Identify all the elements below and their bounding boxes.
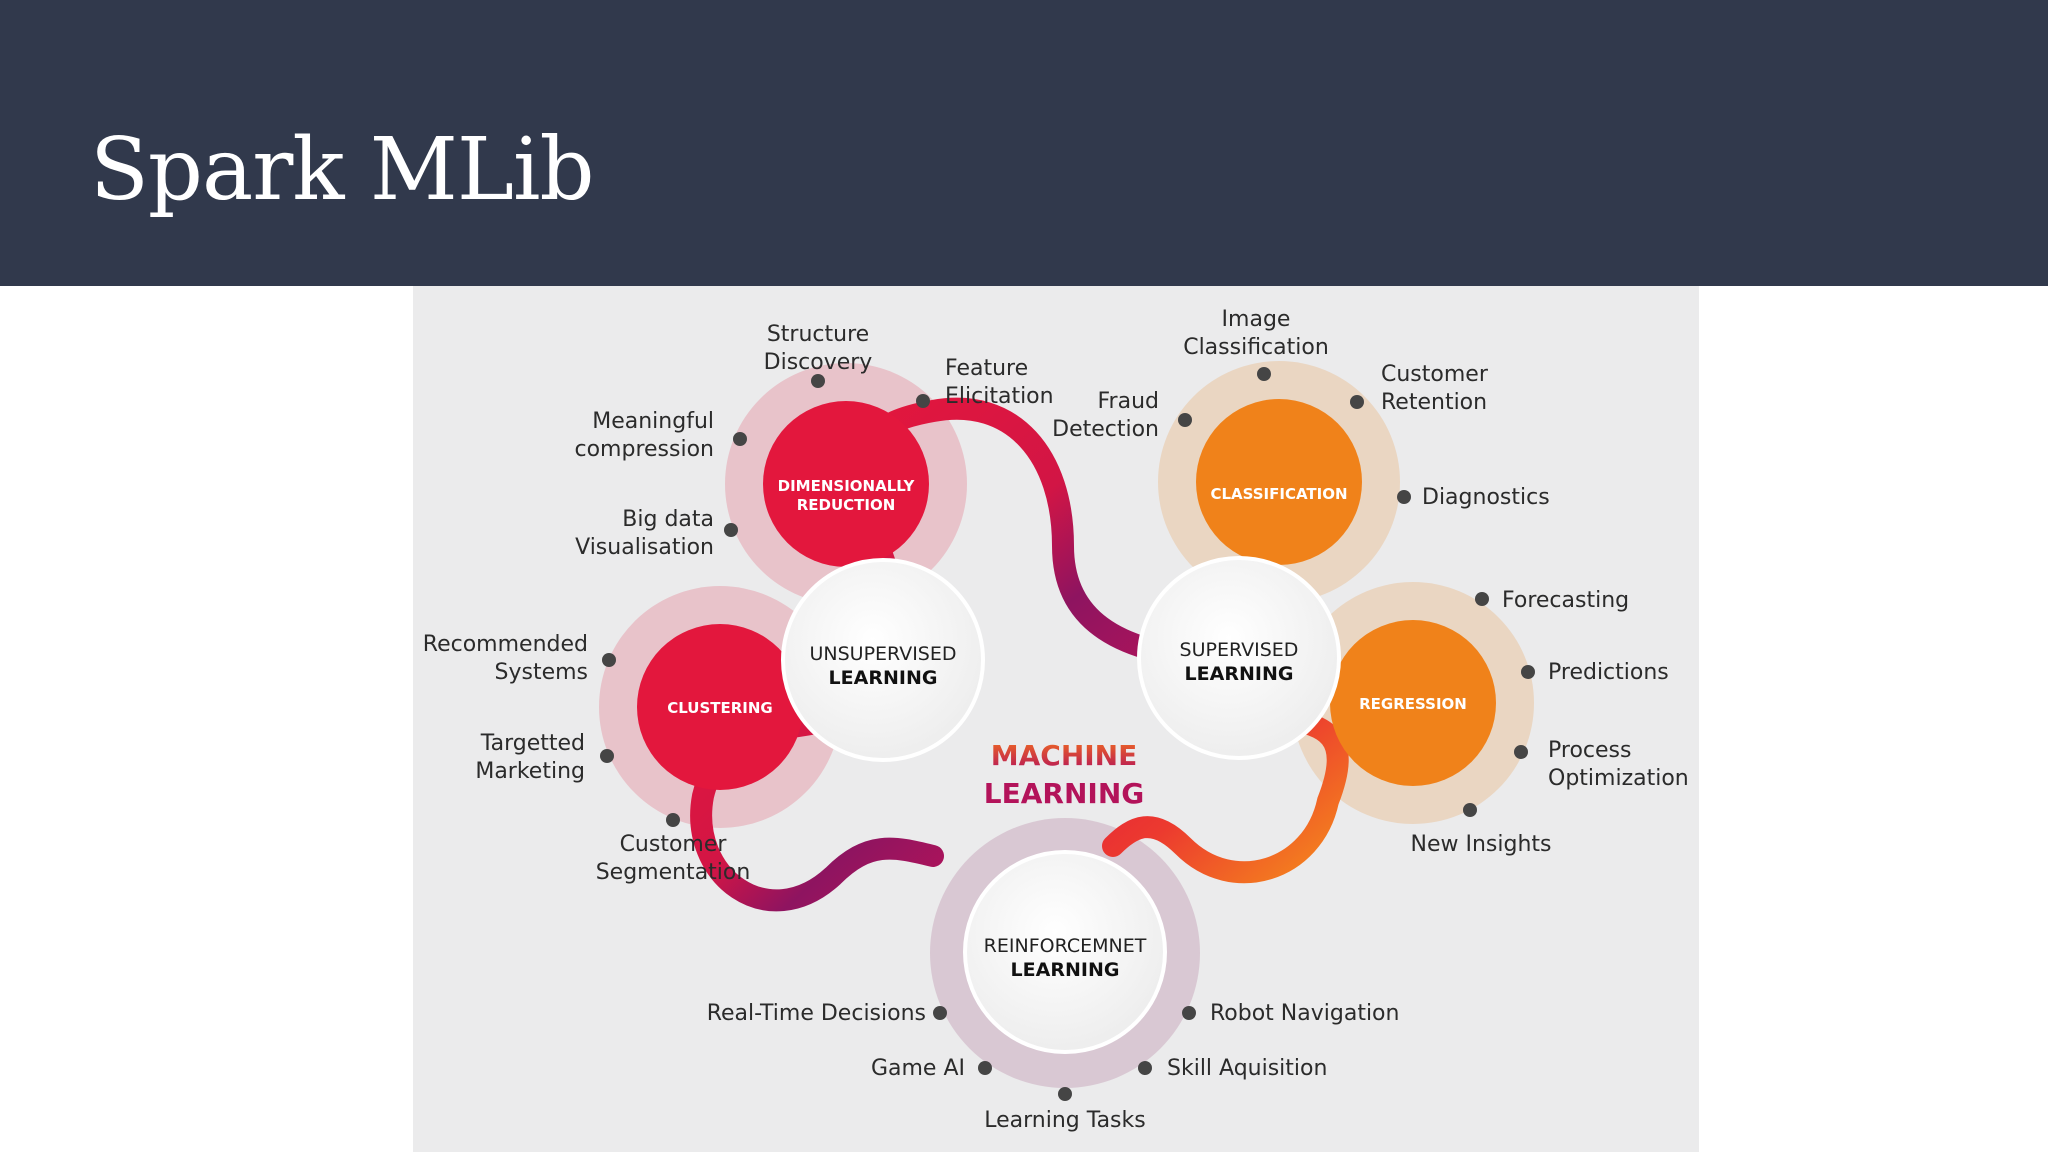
dot-new-insights: [1463, 803, 1477, 817]
label-image-classification-2: Classification: [1183, 335, 1329, 360]
dot-diagnostics: [1397, 490, 1411, 504]
dot-recommended-systems: [602, 653, 616, 667]
label-targetted-marketing-1: Targetted: [480, 731, 585, 756]
label-structure-discovery-2: Discovery: [764, 350, 873, 375]
dot-feature-elicitation: [916, 394, 930, 408]
label-diagnostics: Diagnostics: [1422, 485, 1550, 510]
ml-title-line2: LEARNING: [984, 777, 1144, 810]
label-real-time-decisions: Real-Time Decisions: [707, 1001, 926, 1026]
label-customer-retention-2: Retention: [1381, 390, 1487, 415]
dot-big-data-visualisation: [724, 523, 738, 537]
slide-title: Spark MLib: [90, 120, 595, 220]
label-customer-segmentation-1: Customer: [620, 832, 728, 857]
label-new-insights: New Insights: [1411, 832, 1552, 857]
regression-label: REGRESSION: [1359, 695, 1467, 713]
dimensionally-reduction-circle: [763, 401, 929, 567]
classification-circle: [1196, 399, 1362, 565]
supervised-line2: LEARNING: [1185, 663, 1294, 685]
label-customer-retention-1: Customer: [1381, 362, 1489, 387]
label-targetted-marketing-2: Marketing: [475, 759, 585, 784]
supervised-line1: SUPERVISED: [1180, 639, 1299, 661]
label-customer-segmentation-2: Segmentation: [596, 860, 751, 885]
reinforcement-hub: [963, 850, 1167, 1054]
clustering-label: CLUSTERING: [667, 699, 773, 717]
unsupervised-hub: [781, 558, 985, 762]
dot-learning-tasks: [1058, 1087, 1072, 1101]
dot-meaningful-compression: [733, 432, 747, 446]
label-fraud-detection-2: Detection: [1052, 417, 1159, 442]
dot-game-ai: [978, 1061, 992, 1075]
clustering-circle: [637, 624, 803, 790]
dot-process-optimization: [1514, 745, 1528, 759]
label-robot-navigation: Robot Navigation: [1210, 1001, 1399, 1026]
dimensionally-line1: DIMENSIONALLY: [778, 477, 916, 495]
dot-fraud-detection: [1178, 413, 1192, 427]
label-meaningful-compression-1: Meaningful: [592, 409, 714, 434]
dot-real-time-decisions: [933, 1006, 947, 1020]
dot-customer-retention: [1350, 395, 1364, 409]
label-fraud-detection-1: Fraud: [1098, 389, 1160, 414]
ml-title-line1: MACHINE: [991, 739, 1138, 772]
label-big-data-visualisation-1: Big data: [622, 507, 714, 532]
label-meaningful-compression-2: compression: [575, 437, 715, 462]
label-process-optimization-2: Optimization: [1548, 766, 1689, 791]
dimensionally-line2: REDUCTION: [797, 496, 896, 514]
dot-structure-discovery: [811, 374, 825, 388]
label-learning-tasks: Learning Tasks: [984, 1108, 1145, 1133]
ml-diagram: UNSUPERVISED LEARNING SUPERVISED LEARNIN…: [413, 286, 1699, 1152]
label-structure-discovery-1: Structure: [767, 322, 869, 347]
dot-targetted-marketing: [600, 749, 614, 763]
label-big-data-visualisation-2: Visualisation: [575, 535, 714, 560]
dot-forecasting: [1475, 592, 1489, 606]
label-recommended-systems-1: Recommended: [423, 632, 588, 657]
reinforcement-line2: LEARNING: [1011, 959, 1120, 981]
unsupervised-line1: UNSUPERVISED: [809, 643, 956, 665]
label-image-classification-1: Image: [1222, 307, 1291, 332]
unsupervised-line2: LEARNING: [829, 667, 938, 689]
label-game-ai: Game AI: [871, 1056, 965, 1081]
label-skill-aquisition: Skill Aquisition: [1167, 1056, 1327, 1081]
classification-label: CLASSIFICATION: [1210, 485, 1347, 503]
label-predictions: Predictions: [1548, 660, 1669, 685]
supervised-hub: [1137, 556, 1341, 760]
label-feature-elicitation-2: Elicitation: [945, 384, 1054, 409]
label-forecasting: Forecasting: [1502, 588, 1629, 613]
regression-circle: [1330, 620, 1496, 786]
label-process-optimization-1: Process: [1548, 738, 1631, 763]
dot-robot-navigation: [1182, 1006, 1196, 1020]
label-feature-elicitation-1: Feature: [945, 356, 1028, 381]
dot-image-classification: [1257, 367, 1271, 381]
dot-skill-aquisition: [1138, 1061, 1152, 1075]
dot-predictions: [1521, 665, 1535, 679]
dot-customer-segmentation: [666, 813, 680, 827]
label-recommended-systems-2: Systems: [495, 660, 589, 685]
reinforcement-line1: REINFORCEMNET: [984, 935, 1147, 957]
title-bar: [0, 0, 2048, 286]
